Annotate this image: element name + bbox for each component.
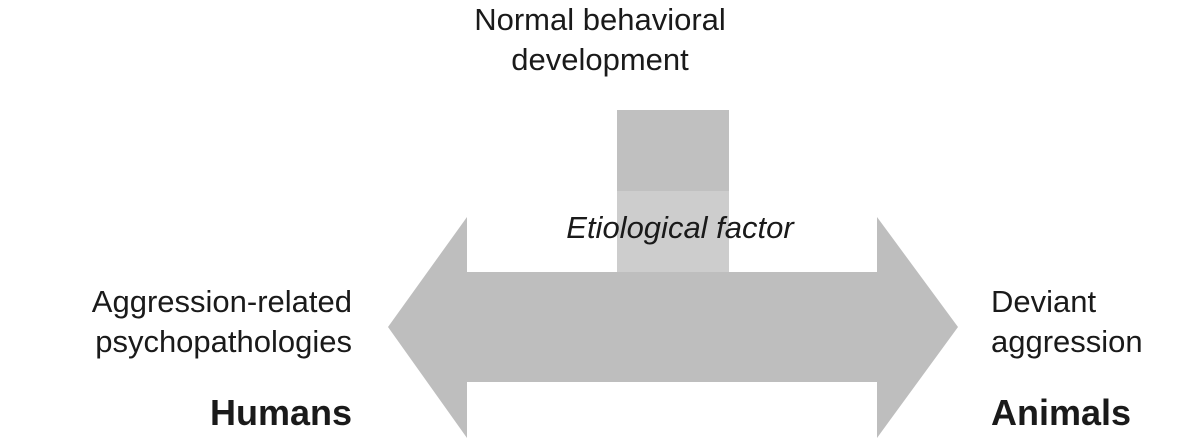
double-arrow-icon bbox=[388, 217, 958, 438]
right-label-line2: aggression bbox=[991, 324, 1143, 359]
vertical-bar bbox=[617, 110, 729, 192]
right-label-line1: Deviant bbox=[991, 284, 1097, 319]
top-label: Normal behavioral development bbox=[430, 0, 770, 80]
right-label: Deviant aggression bbox=[991, 282, 1143, 362]
vertical-bar-overlap bbox=[617, 191, 729, 273]
top-label-line2: development bbox=[511, 42, 689, 77]
left-label: Aggression-related psychopathologies bbox=[0, 282, 352, 362]
left-label-line1: Aggression-related bbox=[91, 284, 352, 319]
animals-label: Animals bbox=[991, 392, 1132, 433]
humans-label: Humans bbox=[209, 392, 352, 433]
left-label-line2: psychopathologies bbox=[95, 324, 352, 359]
center-label: Etiological factor bbox=[566, 210, 794, 245]
top-label-line1: Normal behavioral bbox=[474, 2, 726, 37]
